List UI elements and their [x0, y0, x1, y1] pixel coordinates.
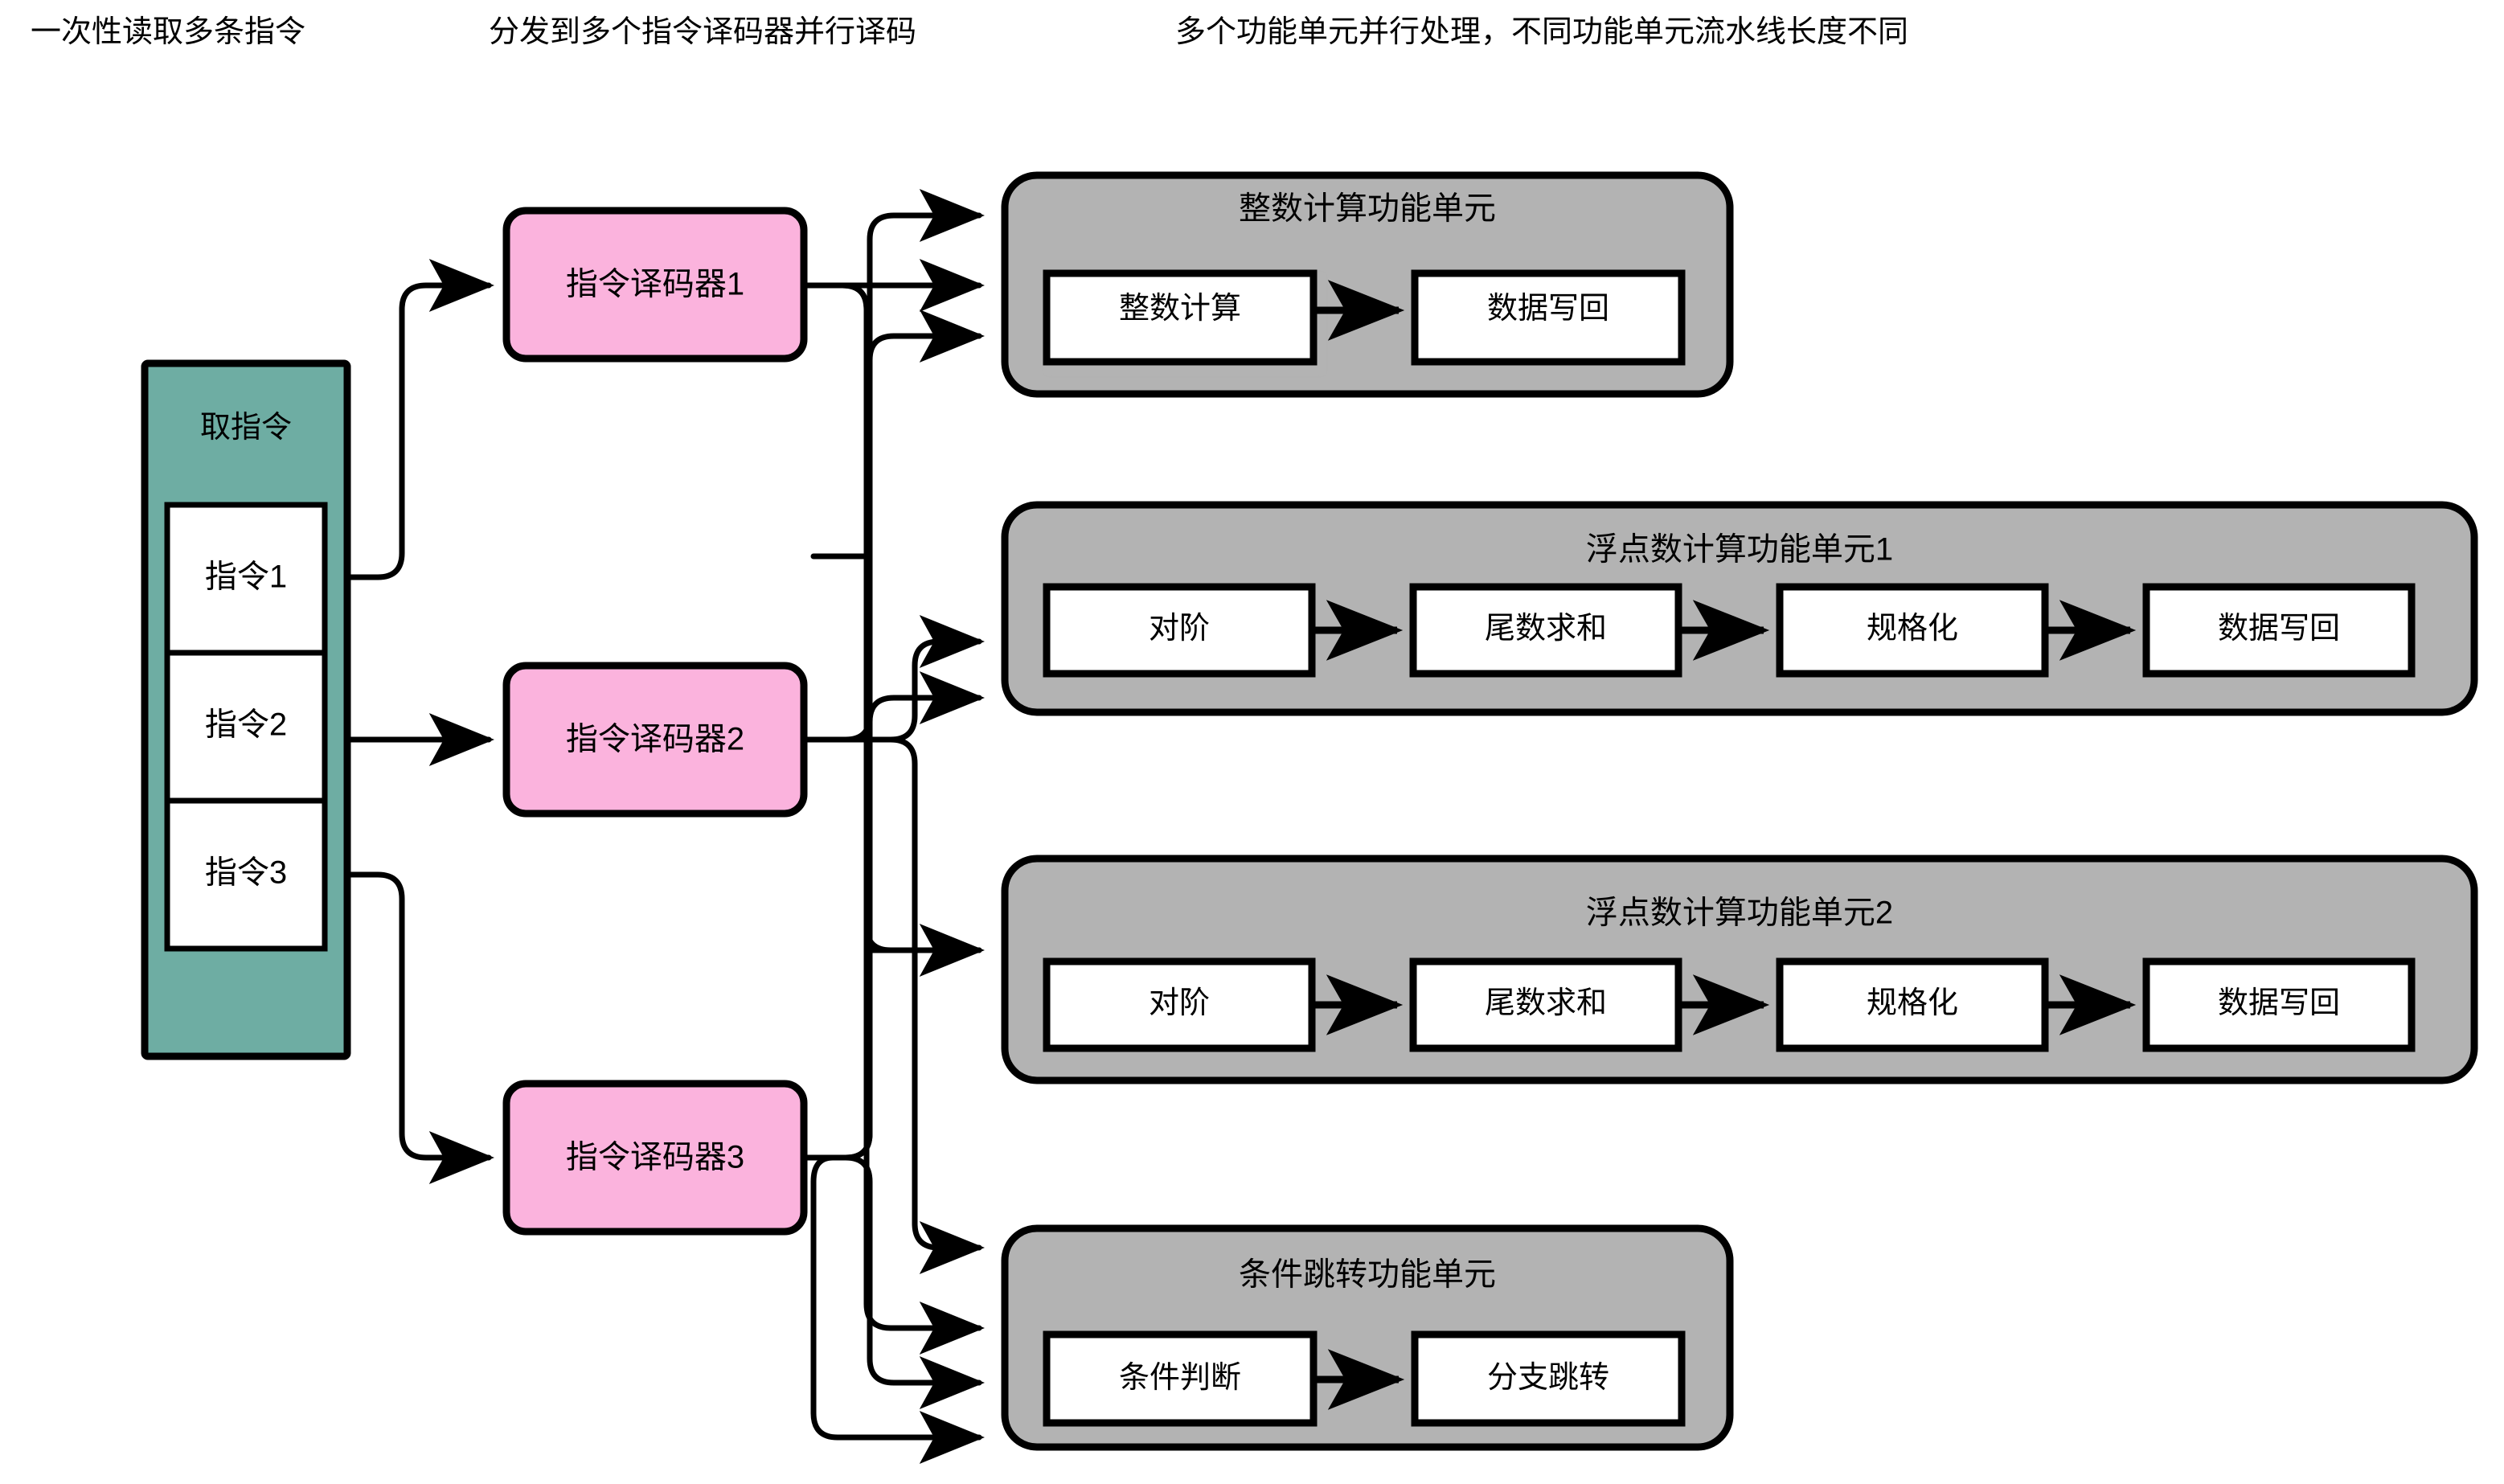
- instruction-label-1: 指令1: [205, 560, 287, 595]
- connector-decoder2-to-float-unit-2: [801, 736, 985, 1274]
- fetch-stage[interactable]: 取指令 指令1 指令2 指令3: [141, 359, 351, 1060]
- connector-decoder1-to-branch-unit: [863, 306, 985, 1355]
- decoder-box-3[interactable]: [502, 1080, 808, 1236]
- float1-stage-box-1[interactable]: [1043, 583, 1316, 678]
- integer-stage-label-2: 数据写回: [1487, 292, 1609, 326]
- connector-decoder3-to-integer-unit: [867, 310, 985, 1137]
- connector-decoder3-extra-feed: [810, 1154, 985, 1464]
- decoder-group: 指令译码器1 指令译码器2 指令译码器3: [502, 207, 808, 1236]
- float-unit-1-title: 浮点数计算功能单元1: [1586, 532, 1893, 568]
- float2-stage-box-2[interactable]: [1409, 957, 1682, 1052]
- float1-stage-label-2: 尾数求和: [1485, 612, 1607, 646]
- functional-unit-integer[interactable]: 整数计算功能单元 整数计算 数据写回: [1001, 171, 1734, 398]
- connector-decoder2-to-integer-unit: [801, 189, 985, 743]
- connector-decoder3-to-float-unit-1: [801, 671, 985, 1161]
- branch-stage-label-1: 条件判断: [1119, 1361, 1241, 1395]
- float1-stage-box-4[interactable]: [2142, 583, 2416, 678]
- float1-stage-label-1: 对阶: [1149, 612, 1210, 646]
- instruction-label-3: 指令3: [205, 855, 287, 891]
- branch-unit-title: 条件跳转功能单元: [1239, 1257, 1496, 1293]
- float1-stage-label-3: 规格化: [1867, 612, 1958, 646]
- decoder-label-2: 指令译码器2: [566, 722, 744, 757]
- float-unit-2-title: 浮点数计算功能单元2: [1586, 896, 1893, 931]
- header-note-decode: 分发到多个指令译码器并行译码: [489, 15, 916, 49]
- integer-unit-title: 整数计算功能单元: [1239, 191, 1496, 227]
- float2-stage-label-1: 对阶: [1149, 986, 1210, 1020]
- branch-stage-label-2: 分支跳转: [1487, 1361, 1609, 1395]
- functional-unit-float-2[interactable]: 浮点数计算功能单元2 对阶 尾数求和 规格化 数据写回: [1001, 855, 2478, 1084]
- branch-stage-box-2[interactable]: [1411, 1330, 1686, 1427]
- fetch-stage-title: 取指令: [200, 411, 292, 445]
- connector-decoder1-spine: [839, 282, 870, 929]
- header-note-execute: 多个功能单元并行处理，不同功能单元流水线长度不同: [1175, 15, 1908, 49]
- integer-stage-box-1[interactable]: [1043, 269, 1318, 366]
- integer-stage-label-1: 整数计算: [1119, 292, 1241, 326]
- connector-decoder2-to-float-unit-1: [801, 615, 985, 743]
- branch-stage-box-1[interactable]: [1043, 1330, 1318, 1427]
- connector-layer: [313, 189, 985, 1464]
- instruction-slot-2[interactable]: [164, 650, 328, 804]
- functional-unit-branch[interactable]: 条件跳转功能单元 条件判断 分支跳转: [1001, 1224, 1734, 1451]
- decoder-label-3: 指令译码器3: [566, 1140, 744, 1175]
- connector-decoder1-to-float-unit-1: [839, 282, 985, 977]
- float1-stage-label-4: 数据写回: [2218, 612, 2340, 646]
- float2-stage-label-2: 尾数求和: [1485, 986, 1607, 1020]
- float2-stage-box-4[interactable]: [2142, 957, 2416, 1052]
- integer-stage-box-2[interactable]: [1411, 269, 1686, 366]
- decoder-box-2[interactable]: [502, 662, 808, 818]
- connector-fetch3-to-decoder3: [313, 871, 494, 1184]
- connector-decoder3-to-branch-unit: [801, 1154, 985, 1409]
- instruction-slot-1[interactable]: [164, 502, 328, 656]
- float1-stage-box-3[interactable]: [1776, 583, 2049, 678]
- float2-stage-label-4: 数据写回: [2218, 986, 2340, 1020]
- connector-fetch1-to-decoder1: [313, 259, 494, 580]
- decoder-box-1[interactable]: [502, 207, 808, 363]
- header-notes: 一次性读取多条指令 分发到多个指令译码器并行译码 多个功能单元并行处理，不同功能…: [31, 15, 1908, 49]
- instruction-label-2: 指令2: [205, 707, 287, 743]
- instruction-slot-3[interactable]: [164, 797, 328, 952]
- header-note-fetch: 一次性读取多条指令: [31, 15, 305, 49]
- connector-decoder3-spine-up: [801, 947, 873, 1161]
- functional-unit-float-1[interactable]: 浮点数计算功能单元1 对阶 尾数求和 规格化 数据写回: [1001, 501, 2478, 716]
- decoder-label-1: 指令译码器1: [566, 267, 744, 302]
- float2-stage-box-3[interactable]: [1776, 957, 2049, 1052]
- float2-stage-label-3: 规格化: [1867, 986, 1958, 1020]
